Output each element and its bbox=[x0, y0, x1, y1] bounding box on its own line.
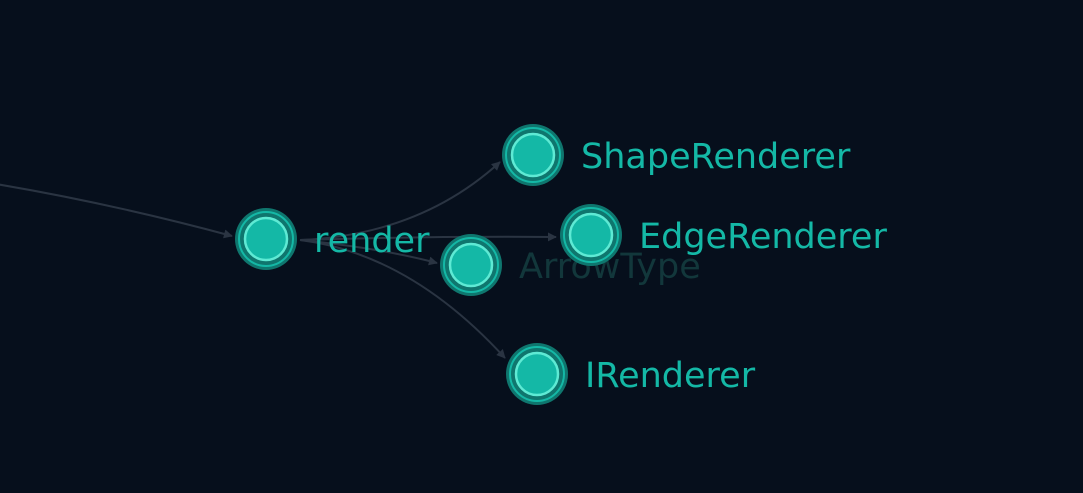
edge-offscreen-left-to-render bbox=[0, 183, 233, 239]
node-layer bbox=[235, 124, 622, 405]
node-arrowtype[interactable] bbox=[440, 234, 502, 296]
node-outline-shaperenderer bbox=[505, 127, 561, 183]
node-shaperenderer[interactable] bbox=[502, 124, 564, 186]
node-core-shaperenderer bbox=[510, 132, 556, 178]
label-layer: renderArrowTypeShapeRendererEdgeRenderer… bbox=[314, 137, 887, 396]
node-label-render: render bbox=[314, 221, 430, 261]
node-label-edgerenderer: EdgeRenderer bbox=[639, 217, 887, 257]
node-outline-edgerenderer bbox=[563, 207, 619, 263]
node-label-shaperenderer: ShapeRenderer bbox=[581, 137, 851, 177]
edge-render-to-irenderer bbox=[299, 239, 506, 359]
edge-render-to-shaperenderer bbox=[299, 161, 501, 241]
node-outline-arrowtype bbox=[443, 237, 499, 293]
node-core-edgerenderer bbox=[568, 212, 614, 258]
node-core-irenderer bbox=[514, 351, 560, 397]
node-render[interactable] bbox=[235, 208, 297, 270]
edge-render-to-edgerenderer bbox=[299, 232, 557, 242]
edge-layer bbox=[0, 161, 557, 359]
node-edgerenderer[interactable] bbox=[560, 204, 622, 266]
node-label-irenderer: IRenderer bbox=[585, 356, 756, 396]
node-irenderer[interactable] bbox=[506, 343, 568, 405]
node-outline-irenderer bbox=[509, 346, 565, 402]
node-core-render bbox=[243, 216, 289, 262]
node-outline-render bbox=[238, 211, 294, 267]
node-core-arrowtype bbox=[448, 242, 494, 288]
